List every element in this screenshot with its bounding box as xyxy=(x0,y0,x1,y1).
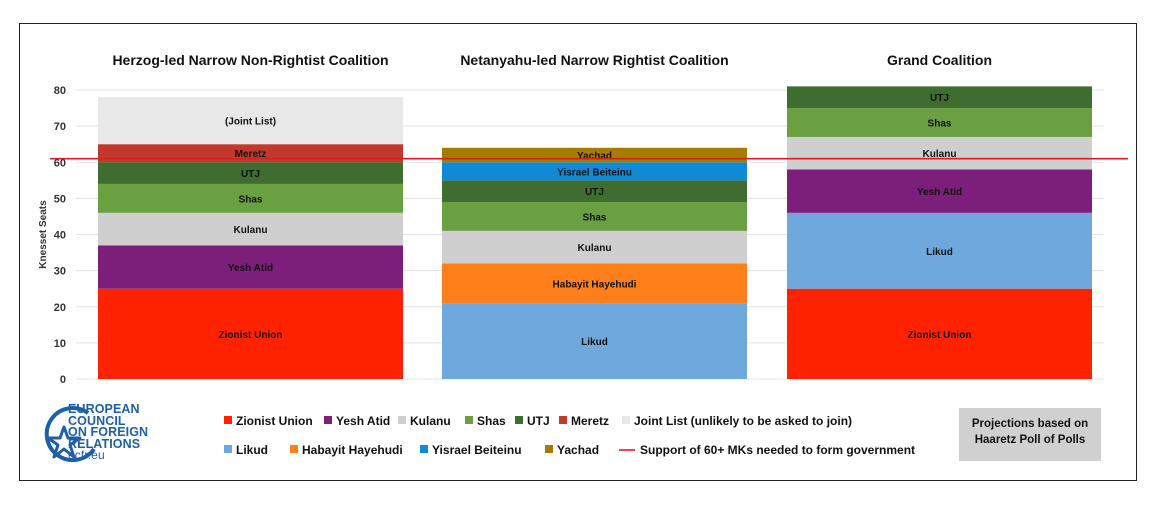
segment-label-1-kulanu: Kulanu xyxy=(234,225,268,236)
legend-label-likud: Likud xyxy=(236,443,268,457)
logo-line-2: COUNCIL xyxy=(68,413,126,428)
legend-label-zionist-union: Zionist Union xyxy=(236,414,313,428)
segment-label-1-yesh-atid: Yesh Atid xyxy=(228,263,273,274)
segment-label-3-shas: Shas xyxy=(928,119,952,130)
legend-swatch-likud xyxy=(224,445,232,453)
y-tick-label-20: 20 xyxy=(54,302,66,314)
bar-segment-3-kulanu xyxy=(787,136,1092,170)
legend-label-kulanu: Kulanu xyxy=(410,414,451,428)
coalition-title-2: Netanyahu-led Narrow Rightist Coalition xyxy=(460,52,728,68)
segment-label-2-yisrael-beiteinu: Yisrael Beiteinu xyxy=(557,167,632,178)
source-note: Projections based on Haaretz Poll of Pol… xyxy=(959,408,1101,461)
segment-label-3-zionist-union: Zionist Union xyxy=(908,330,972,341)
y-axis-label: Knesset Seats xyxy=(38,200,49,269)
logo-line-1: EUROPEAN xyxy=(68,402,140,416)
legend-swatch-meretz xyxy=(559,416,567,424)
bar-segment-3-zionist-union xyxy=(787,288,1092,379)
legend-label-joint-list: Joint List (unlikely to be asked to join… xyxy=(634,414,852,428)
legend-label-yachad: Yachad xyxy=(557,443,599,457)
y-tick-label-70: 70 xyxy=(54,121,66,133)
segment-label-1-shas: Shas xyxy=(239,194,263,205)
segment-label-3-utj: UTJ xyxy=(930,93,949,104)
ecfr-star-logo-icon xyxy=(44,406,96,463)
bar-segment-2-utj xyxy=(442,180,747,202)
segment-label-3-likud: Likud xyxy=(926,247,953,258)
note-line-1: Projections based on xyxy=(971,418,1089,430)
segment-label-1-joint-list: (Joint List) xyxy=(225,117,276,128)
segment-label-1-meretz: Meretz xyxy=(235,149,267,160)
legend-swatch-kulanu xyxy=(398,416,406,424)
bar-segment-1-zionist-union xyxy=(98,288,403,379)
logo-url: ecfr.eu xyxy=(68,448,105,462)
legend-swatch-utj xyxy=(515,416,523,424)
logo-line-3: ON FOREIGN xyxy=(68,425,149,439)
legend-label-yesh-atid: Yesh Atid xyxy=(336,414,390,428)
segment-label-1-utj: UTJ xyxy=(241,169,260,180)
bar-segment-2-yisrael-beiteinu xyxy=(442,162,747,181)
coalition-title-3: Grand Coalition xyxy=(887,52,992,68)
segment-label-2-shas: Shas xyxy=(583,212,607,223)
legend-swatch-joint-list xyxy=(622,416,630,424)
y-tick-label-10: 10 xyxy=(54,338,66,350)
note-line-2: Haaretz Poll of Polls xyxy=(974,434,1086,446)
bar-segment-2-likud xyxy=(442,303,747,379)
legend-swatch-zionist-union xyxy=(224,416,232,424)
legend-label-meretz: Meretz xyxy=(571,414,609,428)
segment-label-2-habayit-hayehudi: Habayit Hayehudi xyxy=(553,279,637,290)
legend-swatch-yisrael-beiteinu xyxy=(420,445,428,453)
segment-label-2-likud: Likud xyxy=(581,337,608,348)
legend-swatch-yachad xyxy=(545,445,553,453)
bar-segment-3-likud xyxy=(787,212,1092,289)
legend-label-utj: UTJ xyxy=(527,414,550,428)
legend-label-yisrael-beiteinu: Yisrael Beiteinu xyxy=(432,443,522,457)
bar-segment-3-yesh-atid xyxy=(787,169,1092,213)
legend-swatch-shas xyxy=(465,416,473,424)
segment-label-1-zionist-union: Zionist Union xyxy=(219,330,283,341)
legend-swatch-yesh-atid xyxy=(324,416,332,424)
bar-segment-1-utj xyxy=(98,162,403,184)
legend-swatch-habayit-hayehudi xyxy=(290,445,298,453)
bar-segment-3-utj xyxy=(787,86,1092,109)
bar-segment-1-meretz xyxy=(98,144,403,163)
segment-label-3-yesh-atid: Yesh Atid xyxy=(917,187,962,198)
y-tick-label-40: 40 xyxy=(54,230,66,242)
coalition-title-1: Herzog-led Narrow Non-Rightist Coalition xyxy=(112,52,388,68)
segment-label-2-utj: UTJ xyxy=(585,187,604,198)
bar-segment-3-shas xyxy=(787,108,1092,137)
segment-label-3-kulanu: Kulanu xyxy=(923,149,957,160)
y-tick-label-60: 60 xyxy=(54,157,66,169)
bar-segment-1-kulanu xyxy=(98,212,403,246)
y-tick-label-80: 80 xyxy=(54,85,66,97)
y-tick-label-0: 0 xyxy=(60,374,66,386)
bar-segment-1-shas xyxy=(98,183,403,213)
bar-segment-2-shas xyxy=(442,201,747,231)
bar-segment-1-yesh-atid xyxy=(98,245,403,289)
y-tick-label-30: 30 xyxy=(54,266,66,278)
ecfr-logo-text: EUROPEAN COUNCIL ON FOREIGN RELATIONS ec… xyxy=(68,402,178,462)
segment-label-2-kulanu: Kulanu xyxy=(578,243,612,254)
segment-label-2-yachad: Yachad xyxy=(577,151,612,162)
legend-label-habayit-hayehudi: Habayit Hayehudi xyxy=(302,443,403,457)
logo-line-4: RELATIONS xyxy=(68,436,141,451)
y-tick-label-50: 50 xyxy=(54,193,66,205)
bar-segment-2-kulanu xyxy=(442,230,747,264)
bar-segment-2-habayit-hayehudi xyxy=(442,263,747,304)
bar-segment-1-joint-list xyxy=(98,97,403,145)
legend-label-shas: Shas xyxy=(477,414,506,428)
legend-label-threshold: Support of 60+ MKs needed to form govern… xyxy=(640,443,915,457)
